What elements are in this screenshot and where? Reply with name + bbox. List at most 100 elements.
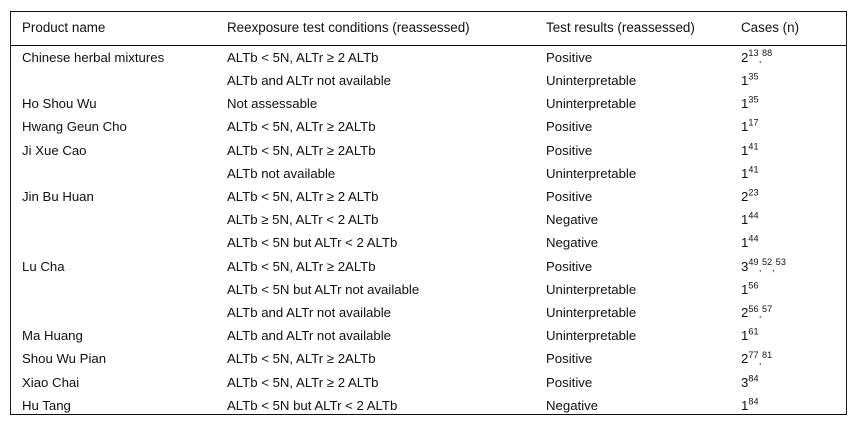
reference-marker: 13 — [748, 48, 759, 59]
cell-test-conditions: ALTb < 5N, ALTr ≥ 2 ALTb — [227, 188, 379, 204]
cases-number: 3 — [741, 374, 749, 390]
cell-product-name — [11, 231, 227, 254]
cell-test-result: Positive — [546, 258, 593, 274]
cell-test-conditions: ALTb < 5N, ALTr ≥ 2ALTb — [227, 258, 376, 274]
cell-product-name: Ji Xue Cao — [22, 142, 87, 158]
cases-number: 1 — [741, 397, 749, 413]
cell-test-result: Uninterpretable — [546, 96, 637, 112]
cases-reference-markers: 41 — [748, 141, 758, 151]
cases-number: 1 — [741, 328, 749, 344]
reference-marker: 53 — [775, 257, 786, 268]
cell-test-result: Positive — [546, 374, 593, 390]
cell-test-conditions: ALTb and ALTr not available — [227, 304, 391, 320]
cell-test-conditions: ALTb and ALTr not available — [227, 72, 391, 88]
cases-number: 1 — [741, 165, 749, 181]
cell-cases-count: 223 — [741, 185, 846, 208]
cases-reference-markers: 56,57 — [748, 303, 773, 320]
column-header-test-results: Test results (reassessed) — [546, 12, 741, 46]
table-row: ALTb and ALTr not available Uninterpretab… — [11, 301, 846, 324]
cell-product-name: Lu Cha — [22, 258, 65, 274]
cell-cases-count: 156 — [741, 278, 846, 301]
cell-test-result: Uninterpretable — [546, 165, 637, 181]
cases-reference-markers: 35 — [748, 72, 758, 82]
cell-product-name — [11, 301, 227, 324]
cases-reference-markers: 44 — [748, 211, 758, 221]
reference-marker: 35 — [748, 71, 759, 82]
cell-test-conditions: ALTb < 5N but ALTr not available — [227, 281, 420, 297]
cell-test-conditions: ALTb < 5N, ALTr ≥ 2ALTb — [227, 119, 376, 135]
cell-test-result: Positive — [546, 188, 593, 204]
column-header-product-name: Product name — [11, 12, 227, 46]
reference-marker: 44 — [748, 210, 759, 221]
cases-reference-markers: 13,88 — [748, 48, 773, 64]
cell-product-name: Jin Bu Huan — [22, 188, 94, 204]
cell-cases-count: 277,81 — [741, 347, 846, 370]
cell-test-result: Uninterpretable — [546, 304, 637, 320]
cases-reference-markers: 23 — [748, 188, 758, 198]
cell-cases-count: 349,52,53 — [741, 255, 846, 278]
cell-product-name — [11, 162, 227, 185]
column-header-cases: Cases (n) — [741, 12, 846, 46]
cell-product-name: Xiao Chai — [22, 374, 80, 390]
cell-test-result: Positive — [546, 119, 593, 135]
reference-marker: 35 — [748, 94, 759, 105]
cell-test-result: Uninterpretable — [546, 281, 637, 297]
cell-product-name: Hu Tang — [22, 397, 71, 413]
table-row: ALTb < 5N but ALTr not available Uninterp… — [11, 278, 846, 301]
cases-number: 1 — [741, 119, 749, 135]
cell-test-result: Uninterpretable — [546, 72, 637, 88]
cell-product-name: Shou Wu Pian — [22, 351, 107, 367]
reexposure-test-table: Product name Reexposure test conditions … — [11, 12, 846, 417]
reference-marker: 57 — [762, 303, 773, 314]
cell-cases-count: 135 — [741, 69, 846, 92]
cases-reference-markers: 84 — [748, 373, 758, 383]
cases-reference-markers: 17 — [748, 118, 758, 128]
reference-marker: 44 — [748, 233, 759, 244]
table-row: Jin Bu Huan ALTb < 5N, ALTr ≥ 2 ALTb Posit… — [11, 185, 846, 208]
cell-test-conditions: ALTb not available — [227, 165, 336, 181]
cell-cases-count: 117 — [741, 115, 846, 138]
reference-marker: 56 — [748, 303, 759, 314]
cases-reference-markers: 35 — [748, 95, 758, 105]
cases-number: 1 — [741, 281, 749, 297]
cell-cases-count: 144 — [741, 231, 846, 254]
cases-number: 2 — [741, 49, 749, 65]
cell-cases-count: 135 — [741, 92, 846, 115]
cell-test-conditions: ALTb < 5N but ALTr < 2 ALTb — [227, 397, 398, 413]
cell-product-name — [11, 278, 227, 301]
column-header-reexposure-test-conditions: Reexposure test conditions (reassessed) — [227, 12, 546, 46]
table-row: ALTb and ALTr not available Uninterpretab… — [11, 69, 846, 92]
cell-test-conditions: ALTb < 5N but ALTr < 2 ALTb — [227, 235, 398, 251]
cell-test-conditions: ALTb < 5N, ALTr ≥ 2ALTb — [227, 351, 376, 367]
cell-test-result: Negative — [546, 212, 599, 228]
reference-marker: 56 — [748, 280, 759, 291]
cases-reference-markers: 49,52,53 — [748, 257, 786, 273]
cases-number: 2 — [741, 351, 749, 367]
reference-marker: 52 — [762, 257, 773, 268]
cases-reference-markers: 41 — [748, 164, 758, 174]
cases-number: 2 — [741, 304, 749, 320]
reference-marker: 84 — [748, 396, 759, 407]
reference-marker: 49 — [748, 257, 759, 268]
cell-test-conditions: ALTb < 5N, ALTr ≥ 2ALTb — [227, 142, 376, 158]
cell-cases-count: 256,57 — [741, 301, 846, 324]
cases-reference-markers: 84 — [748, 396, 758, 406]
cases-number: 1 — [741, 96, 749, 112]
reference-marker: 61 — [748, 326, 759, 337]
reference-marker: 77 — [748, 349, 759, 360]
cases-number: 1 — [741, 72, 749, 88]
cell-product-name: Chinese herbal mixtures — [22, 49, 165, 65]
cases-number: 1 — [741, 212, 749, 228]
cases-reference-markers: 77,81 — [748, 349, 773, 366]
cell-test-conditions: ALTb < 5N, ALTr ≥ 2 ALTb — [227, 374, 379, 390]
cell-cases-count: 144 — [741, 208, 846, 231]
cases-number: 1 — [741, 142, 749, 158]
cell-cases-count: 184 — [741, 394, 846, 417]
table-row: Lu Cha ALTb < 5N, ALTr ≥ 2ALTb Positive 349… — [11, 255, 846, 278]
